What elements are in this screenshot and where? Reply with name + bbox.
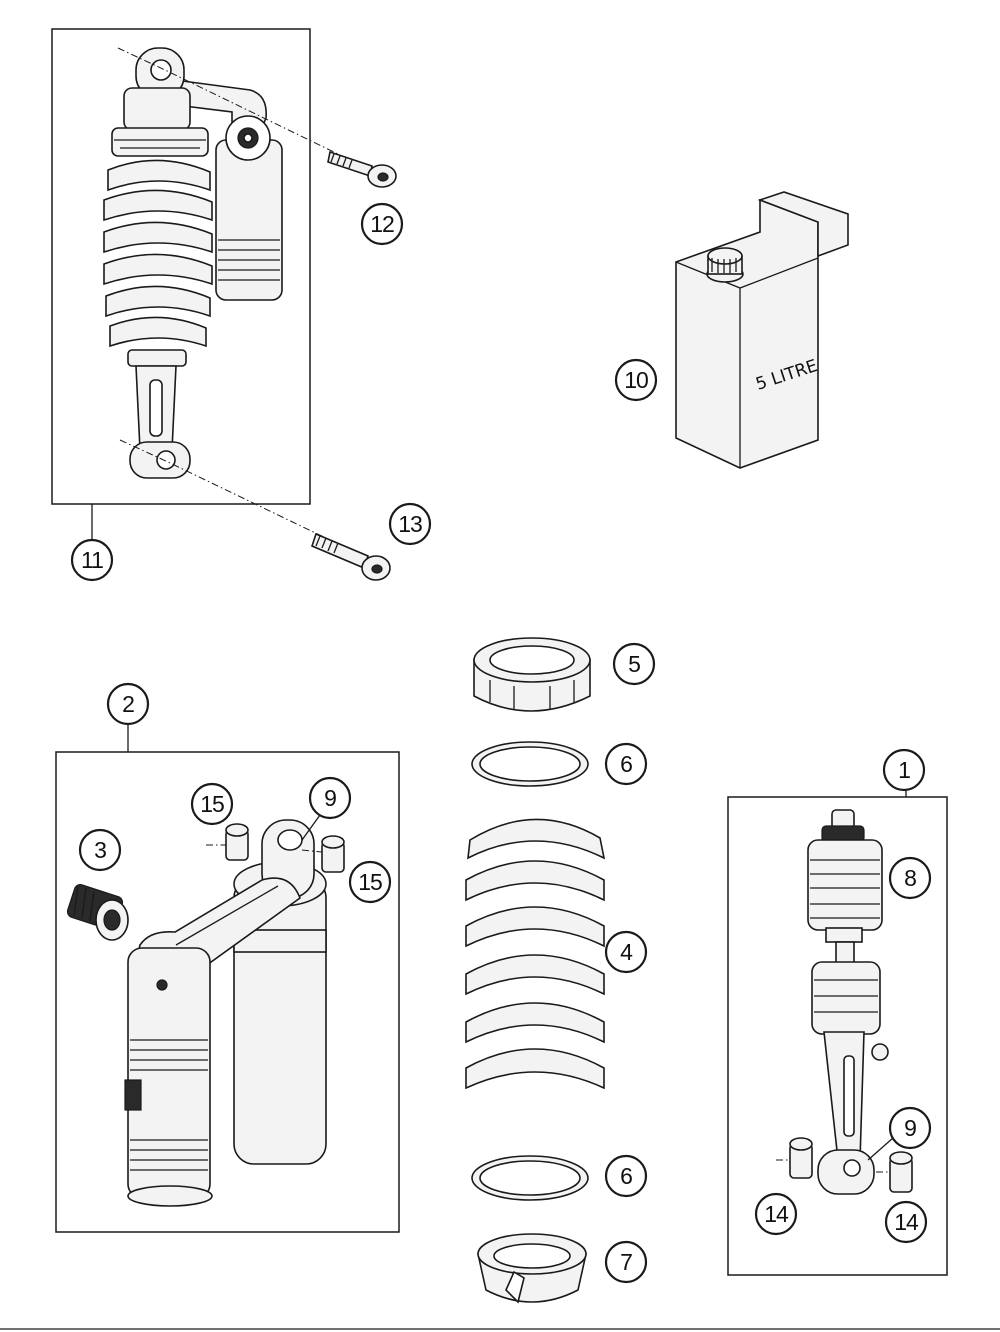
svg-text:8: 8 bbox=[904, 865, 916, 891]
assembly-frame-2 bbox=[55, 751, 400, 1233]
reservoir-body bbox=[215, 139, 283, 301]
svg-text:2: 2 bbox=[122, 691, 134, 717]
spring-4 bbox=[465, 818, 606, 1090]
shock-body-2 bbox=[124, 819, 327, 1207]
callout-9-left: 9 bbox=[308, 776, 352, 820]
callout-4: 4 bbox=[604, 930, 648, 974]
shock-absorber-assembly bbox=[51, 28, 341, 541]
bushing-14b bbox=[876, 1151, 913, 1193]
oil-can: 5 LITRE bbox=[675, 191, 849, 469]
spring-nut-5 bbox=[473, 637, 591, 712]
svg-text:9: 9 bbox=[324, 785, 336, 811]
bolt-13 bbox=[311, 532, 391, 581]
callout-10: 10 bbox=[614, 358, 658, 402]
bushing-15b bbox=[301, 835, 345, 873]
callout-15-right: 15 bbox=[348, 860, 392, 904]
svg-text:3: 3 bbox=[94, 837, 106, 863]
washer-6-top bbox=[471, 741, 589, 787]
callout-13: 13 bbox=[388, 502, 432, 546]
callout-8: 8 bbox=[888, 856, 932, 900]
spring-11 bbox=[103, 159, 213, 348]
svg-text:11: 11 bbox=[81, 547, 103, 573]
callout-7: 7 bbox=[604, 1240, 648, 1284]
assembly-frame-11 bbox=[51, 28, 311, 505]
callout-2: 2 bbox=[106, 682, 150, 726]
svg-text:5: 5 bbox=[628, 651, 640, 677]
callout-1: 1 bbox=[882, 748, 926, 792]
callout-5: 5 bbox=[612, 642, 656, 686]
svg-text:1: 1 bbox=[898, 757, 910, 783]
svg-text:4: 4 bbox=[620, 939, 633, 965]
callout-12: 12 bbox=[360, 202, 404, 246]
svg-text:15: 15 bbox=[358, 869, 382, 895]
svg-text:7: 7 bbox=[620, 1249, 632, 1275]
callout-11: 11 bbox=[70, 538, 114, 582]
svg-text:6: 6 bbox=[620, 751, 632, 777]
callout-9-right: 9 bbox=[888, 1106, 932, 1150]
svg-text:15: 15 bbox=[200, 791, 224, 817]
svg-text:6: 6 bbox=[620, 1163, 632, 1189]
bushing-15a bbox=[206, 823, 249, 861]
svg-text:10: 10 bbox=[624, 367, 648, 393]
washer-6-bottom bbox=[471, 1155, 589, 1201]
svg-text:14: 14 bbox=[894, 1209, 919, 1235]
adjuster-3 bbox=[66, 884, 129, 941]
damper-1 bbox=[807, 809, 889, 1195]
bolt-12 bbox=[327, 150, 397, 188]
callout-15-top: 15 bbox=[190, 782, 234, 826]
callout-14-left: 14 bbox=[754, 1192, 798, 1236]
svg-text:9: 9 bbox=[904, 1115, 916, 1141]
callout-14-right: 14 bbox=[884, 1200, 928, 1244]
spring-seat-7 bbox=[477, 1233, 587, 1304]
bushing-14a bbox=[776, 1137, 813, 1179]
svg-text:12: 12 bbox=[370, 211, 394, 237]
assembly-frame-1 bbox=[727, 796, 948, 1276]
svg-text:13: 13 bbox=[398, 511, 422, 537]
callout-3: 3 bbox=[78, 828, 122, 872]
svg-text:14: 14 bbox=[764, 1201, 789, 1227]
callout-6-top: 6 bbox=[604, 742, 648, 786]
callout-6-bottom: 6 bbox=[604, 1154, 648, 1198]
